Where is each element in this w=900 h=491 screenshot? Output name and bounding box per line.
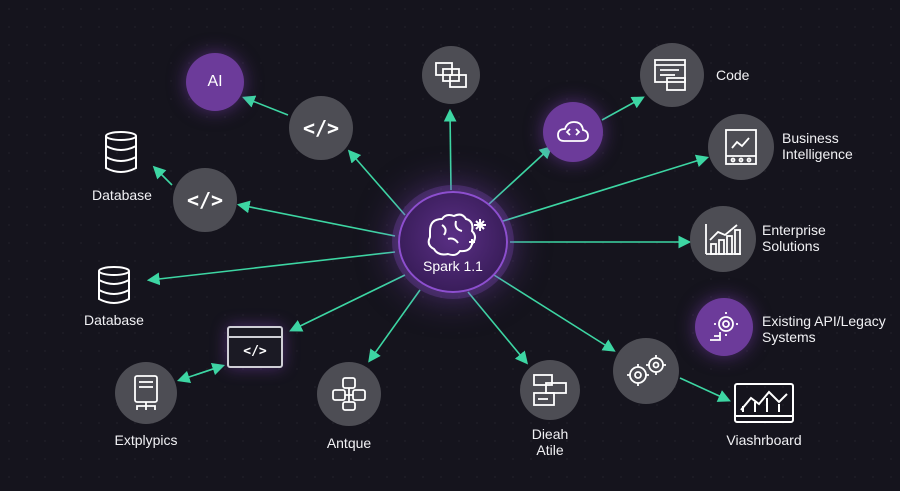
- antque-node[interactable]: [317, 362, 381, 426]
- code-window-node[interactable]: </>: [227, 326, 283, 368]
- link-code-top-to-ai: [242, 95, 289, 116]
- link-to-code-win: [289, 274, 406, 332]
- document-network-icon: [134, 375, 158, 410]
- code-brackets-icon: </>: [302, 116, 340, 140]
- legacy-systems-node[interactable]: [695, 298, 753, 356]
- legacy-systems-label: Existing API/Legacy Systems: [762, 313, 886, 345]
- ai-node[interactable]: AI: [186, 53, 244, 111]
- bi-label-line2: Intelligence: [782, 146, 853, 162]
- database-icon: [98, 266, 130, 304]
- dieah-label: Dieah Atile: [500, 426, 600, 458]
- flow-nodes-icon: [332, 377, 366, 411]
- code-brackets-icon: </>: [243, 344, 267, 359]
- ai-text: AI: [207, 73, 223, 90]
- legacy-label-line2: Systems: [762, 329, 816, 345]
- link-to-code-top: [347, 149, 406, 216]
- database-icon: [105, 131, 137, 173]
- database-label-2: Database: [84, 312, 144, 328]
- dashboard-node[interactable]: [733, 382, 795, 428]
- link-cloud-to-code: [601, 96, 645, 121]
- enterprise-solutions-label: Enterprise Solutions: [762, 222, 826, 254]
- dieah-label-line1: Dieah: [531, 426, 569, 442]
- code-brackets-icon: </>: [186, 188, 224, 212]
- chart-monitor-icon: [734, 383, 794, 423]
- extplypics-label: Extplypics: [114, 432, 178, 448]
- bi-label-line1: Business: [782, 130, 839, 146]
- link-to-db2: [146, 251, 396, 286]
- bar-chart-icon: [705, 224, 741, 255]
- cloud-code-icon: [557, 121, 589, 142]
- link-code-mid-to-db1: [152, 165, 173, 186]
- gears-icon: [627, 355, 666, 386]
- gears-node[interactable]: [613, 338, 679, 404]
- database-node-1[interactable]: [103, 130, 139, 176]
- cloud-node[interactable]: [543, 102, 603, 162]
- dashboard-panel-icon: [725, 129, 757, 165]
- code-label: Code: [716, 67, 750, 83]
- legacy-label-line1: Existing API/Legacy: [762, 313, 886, 329]
- code-node-top[interactable]: </>: [289, 96, 353, 160]
- business-intelligence-node[interactable]: [708, 114, 774, 180]
- link-to-code-mid: [236, 200, 396, 237]
- business-intelligence-label: Business Intelligence: [782, 130, 853, 162]
- gear-plug-icon: [710, 312, 738, 341]
- dieah-label-line2: Atile: [536, 442, 564, 458]
- forms-icon: [533, 374, 567, 406]
- link-gears-to-dashboard: [679, 377, 731, 402]
- link-to-copy-top: [443, 108, 457, 191]
- code-document-icon: [654, 59, 686, 91]
- extplypics-node[interactable]: [115, 362, 177, 424]
- spark-label: Spark 1.1: [423, 258, 483, 274]
- link-to-bi: [499, 154, 710, 223]
- spark-hub[interactable]: [398, 191, 508, 293]
- link-to-antque: [368, 289, 421, 363]
- enterprise-label-line1: Enterprise: [762, 222, 826, 238]
- window-title-bar: [229, 328, 281, 338]
- brain-sparkle-icon: [427, 213, 486, 256]
- stacked-windows-icon: [435, 62, 467, 88]
- dashboard-label: Viashrboard: [726, 432, 802, 448]
- code-document-node[interactable]: [640, 43, 704, 107]
- code-node-mid[interactable]: </>: [173, 168, 237, 232]
- database-label-1: Database: [92, 187, 152, 203]
- enterprise-solutions-node[interactable]: [690, 206, 756, 272]
- database-node-2[interactable]: [96, 265, 132, 307]
- antque-label: Antque: [326, 435, 372, 451]
- link-to-dieah: [467, 291, 529, 365]
- stacked-windows-node[interactable]: [422, 46, 480, 104]
- link-to-cloud: [487, 145, 553, 206]
- dieah-node[interactable]: [520, 360, 580, 420]
- enterprise-label-line2: Solutions: [762, 238, 820, 254]
- link-extplypics-to-code-win: [194, 362, 226, 376]
- link-to-gears: [493, 274, 616, 352]
